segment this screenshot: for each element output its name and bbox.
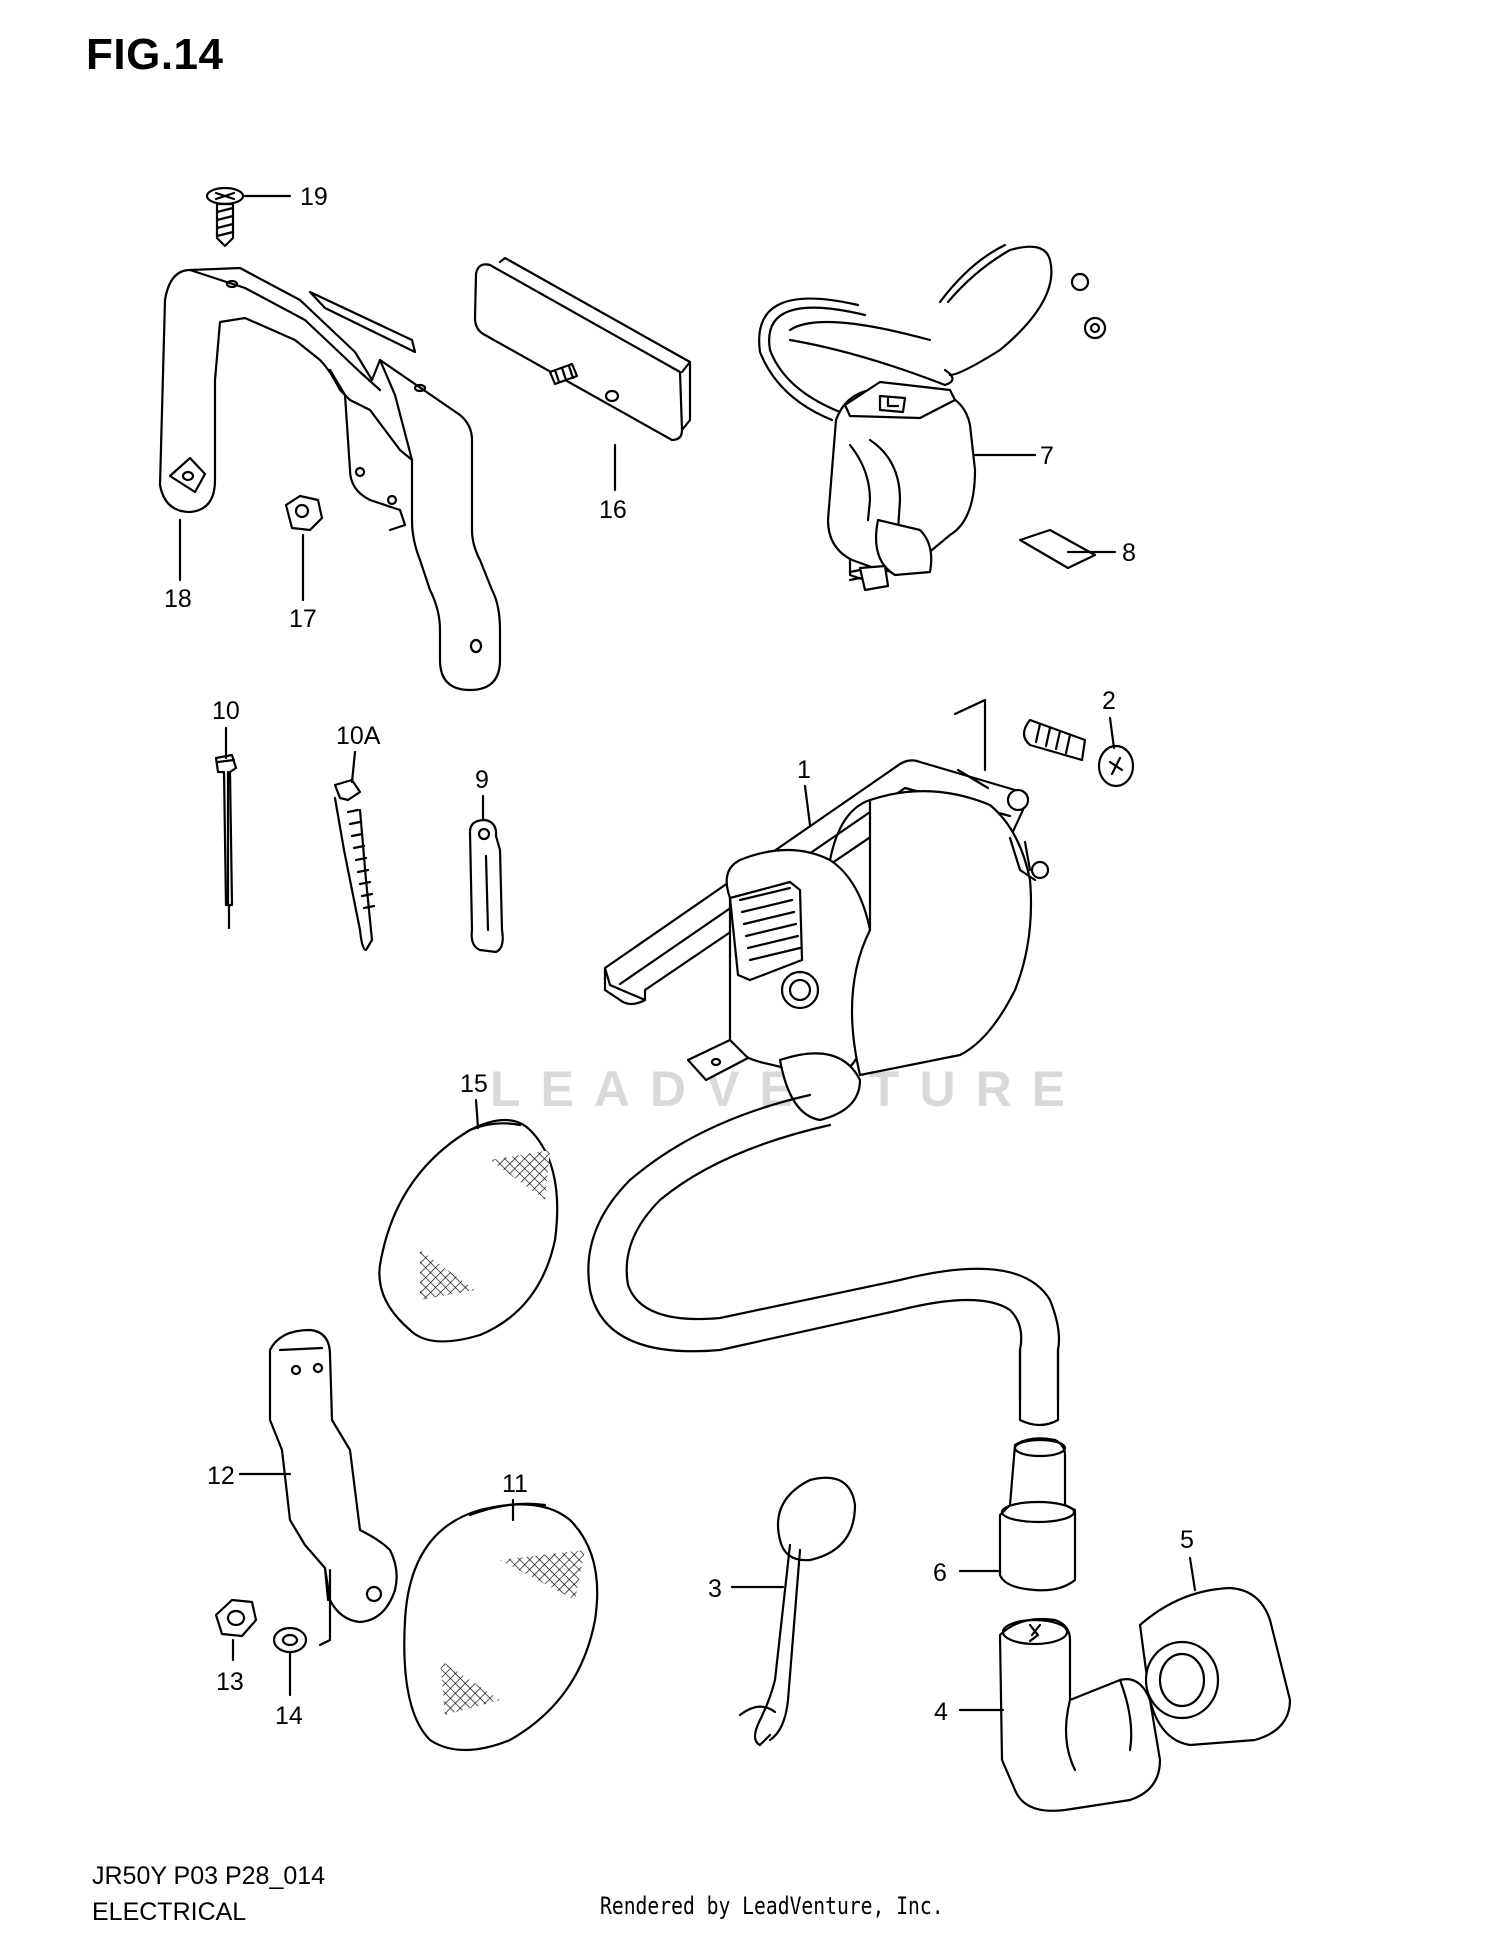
part-1-lead-wire bbox=[587, 1093, 1061, 1427]
part-10-band bbox=[214, 753, 238, 930]
section-title: ELECTRICAL bbox=[92, 1898, 247, 1926]
callout-5: 5 bbox=[1180, 1526, 1194, 1554]
callout-18: 18 bbox=[164, 585, 192, 613]
callout-14: 14 bbox=[275, 1702, 303, 1730]
callout-15: 15 bbox=[460, 1070, 488, 1098]
part-12-bracket bbox=[268, 1328, 398, 1647]
part-10a-cable-tie bbox=[333, 778, 376, 952]
callout-10a: 10A bbox=[336, 722, 381, 750]
part-4-plug-cap bbox=[998, 1617, 1162, 1812]
callout-6: 6 bbox=[933, 1559, 947, 1587]
leader-lines bbox=[178, 194, 1197, 1712]
part-14-washer bbox=[272, 1626, 308, 1654]
part-5-boot bbox=[1138, 1586, 1292, 1747]
callout-labels: 19 18 17 16 7 8 10 10A 9 1 2 15 12 11 13… bbox=[164, 183, 1194, 1730]
part-3-pin bbox=[738, 1476, 857, 1747]
watermark: LEADVENTURE bbox=[490, 1060, 1085, 1118]
part-18-bracket bbox=[158, 266, 502, 692]
part-2-screw bbox=[1022, 718, 1135, 788]
callout-11: 11 bbox=[502, 1470, 528, 1498]
callout-19: 19 bbox=[300, 183, 328, 211]
callout-16: 16 bbox=[599, 496, 627, 524]
part-16-reflector-plate bbox=[473, 256, 692, 442]
rendered-by-credit: Rendered by LeadVenture, Inc. bbox=[600, 1892, 944, 1920]
callout-1: 1 bbox=[797, 756, 811, 784]
callout-3: 3 bbox=[708, 1575, 722, 1603]
callout-4: 4 bbox=[934, 1698, 948, 1726]
part-7-switch bbox=[758, 243, 1107, 592]
model-code: JR50Y P03 P28_014 bbox=[92, 1862, 326, 1890]
part-11-reflector bbox=[403, 1502, 599, 1752]
part-6-cap bbox=[998, 1437, 1077, 1592]
callout-12: 12 bbox=[207, 1462, 235, 1490]
part-17-nut bbox=[284, 494, 324, 532]
part-9-clip bbox=[468, 818, 504, 954]
callout-13: 13 bbox=[216, 1668, 244, 1696]
part-1-ignition-coil bbox=[603, 759, 1050, 1122]
phantom-line bbox=[953, 698, 987, 772]
part-15-reflector bbox=[378, 1119, 559, 1343]
callout-7: 7 bbox=[1040, 442, 1054, 470]
callout-17: 17 bbox=[289, 605, 317, 633]
part-19-screw bbox=[205, 186, 245, 248]
callout-2: 2 bbox=[1102, 687, 1116, 715]
figure-title: FIG.14 bbox=[86, 30, 224, 79]
callout-8: 8 bbox=[1122, 539, 1136, 567]
part-13-nut bbox=[214, 1598, 258, 1638]
part-8-label bbox=[1018, 528, 1097, 570]
callout-10: 10 bbox=[212, 697, 240, 725]
callout-9: 9 bbox=[475, 766, 489, 794]
